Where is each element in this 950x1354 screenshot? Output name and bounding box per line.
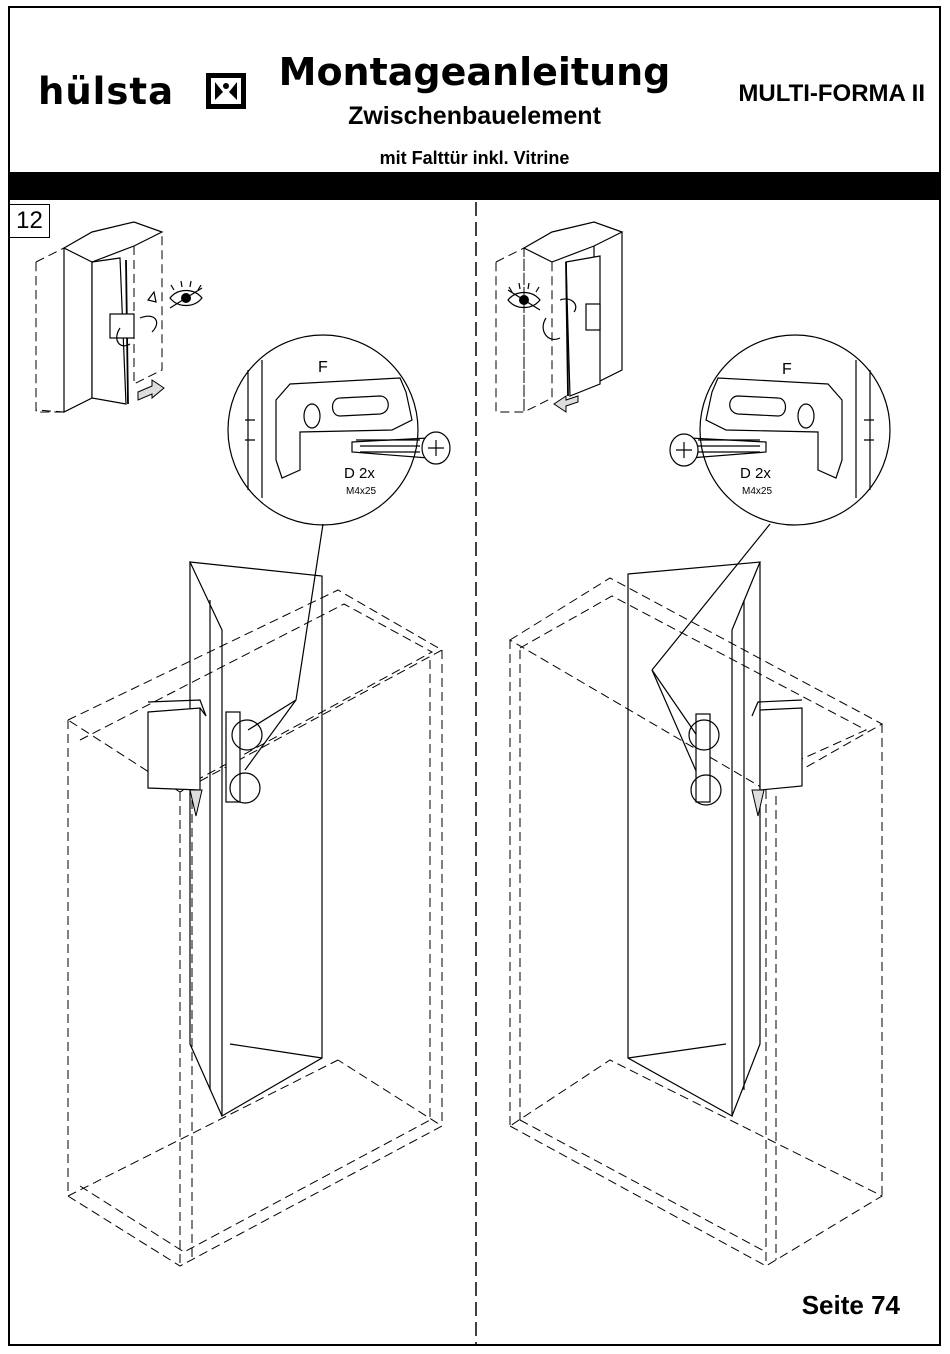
right-large-cabinet (510, 562, 882, 1266)
left-detail-label: F (318, 359, 328, 376)
left-overview-cabinet (36, 222, 164, 412)
right-screw-size: M4x25 (742, 486, 772, 497)
step-number: 12 (10, 204, 50, 238)
left-screw-count: D 2x (344, 465, 375, 482)
page-number: Seite 74 (802, 1290, 900, 1321)
eye-icon (170, 281, 202, 308)
left-detail-circle (228, 335, 450, 525)
left-large-cabinet (68, 562, 442, 1266)
right-detail-label: F (782, 361, 792, 378)
right-overview-cabinet (496, 222, 622, 412)
right-detail-circle (670, 335, 890, 525)
right-screw-count: D 2x (740, 465, 771, 482)
left-screw-size: M4x25 (346, 486, 376, 497)
